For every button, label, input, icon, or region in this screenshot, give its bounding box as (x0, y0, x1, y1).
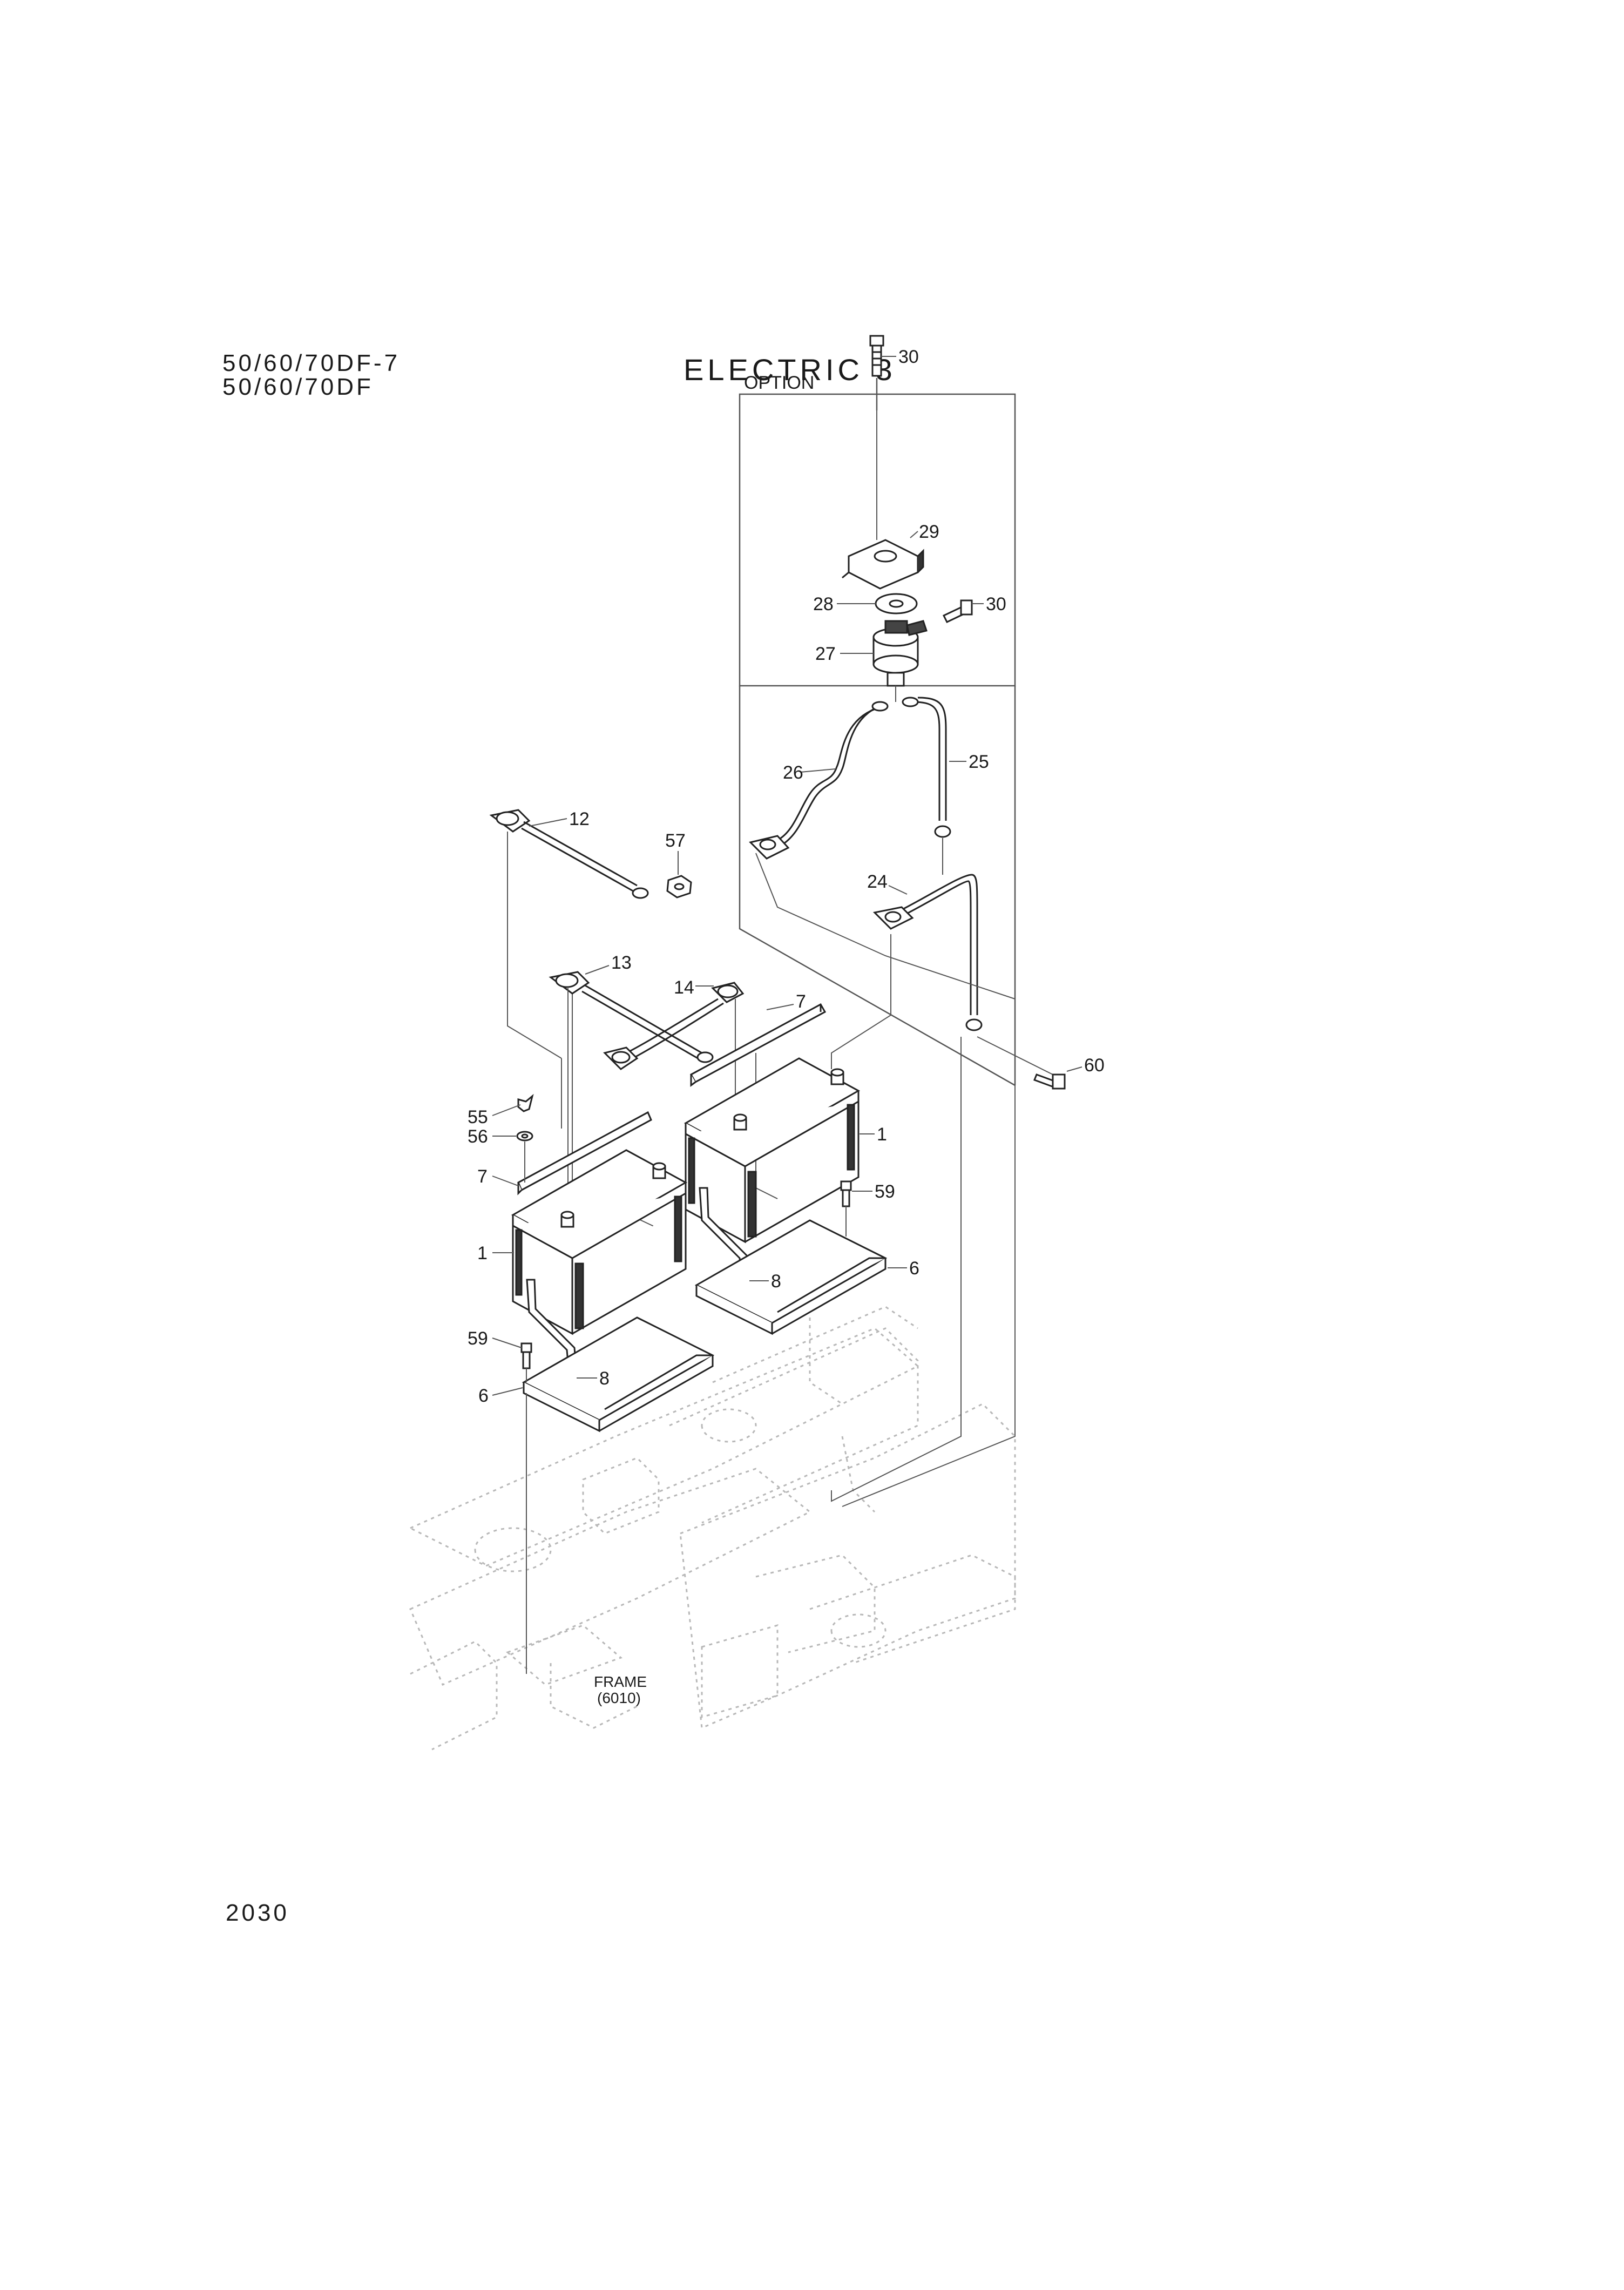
cable-12 (489, 809, 649, 899)
callout-1-right: 1 (877, 1124, 887, 1145)
callout-1-left: 1 (477, 1243, 488, 1264)
cable-25 (902, 697, 951, 838)
leader-lines-option (755, 853, 1053, 1507)
switch-27 (872, 620, 928, 687)
frame-ref: (6010) (597, 1690, 641, 1706)
frame-label: FRAME (594, 1673, 647, 1690)
bolt-59-right (840, 1180, 852, 1207)
callout-30-top: 30 (898, 347, 919, 367)
callout-55: 55 (468, 1107, 488, 1127)
callout-8-right: 8 (771, 1271, 781, 1292)
callout-28: 28 (813, 594, 834, 614)
holddown-bar-7-left (517, 1111, 652, 1195)
cable-24 (872, 874, 983, 1031)
callout-14: 14 (674, 977, 694, 998)
callout-13: 13 (611, 953, 632, 973)
model-line-1: 50/60/70DF-7 (222, 350, 401, 376)
callout-12: 12 (569, 809, 590, 829)
callout-8-left: 8 (599, 1368, 610, 1389)
bolt-60 (1033, 1073, 1066, 1090)
callout-6-right: 6 (909, 1258, 919, 1279)
bolt-30-side (942, 599, 973, 623)
bracket-29 (842, 539, 924, 590)
wingnut-55 (517, 1093, 534, 1112)
frame-outline (408, 1306, 1016, 1751)
callout-25: 25 (969, 752, 989, 772)
callout-27: 27 (815, 644, 836, 664)
callout-60: 60 (1084, 1055, 1105, 1076)
nut-57 (666, 875, 692, 899)
option-label: OPTION (744, 373, 814, 393)
callout-leaders (492, 356, 1082, 1396)
bolt-30-top (869, 335, 884, 377)
option-box (739, 393, 1016, 1086)
battery-1-right (684, 1057, 861, 1244)
callout-56: 56 (468, 1126, 488, 1147)
battery-1-left (511, 1149, 688, 1335)
callout-6-left: 6 (478, 1386, 489, 1406)
cable-14 (603, 982, 745, 1070)
page-number: 2030 (226, 1900, 289, 1926)
callout-59-left: 59 (468, 1328, 488, 1349)
page-title: ELECTRIC 3 (684, 353, 896, 387)
tray-6-left (522, 1316, 715, 1433)
cable-13 (549, 971, 714, 1063)
cable-26 (749, 701, 889, 860)
callout-59-right: 59 (875, 1181, 895, 1202)
callout-24: 24 (867, 872, 888, 892)
callout-29: 29 (919, 522, 939, 542)
bolt-59-left (520, 1342, 532, 1369)
tray-6-right (694, 1219, 888, 1335)
callout-30-side: 30 (986, 594, 1006, 614)
callout-numbers: 30 29 28 30 27 26 25 12 57 24 13 14 7 60… (468, 347, 1105, 1406)
washer-56 (516, 1131, 533, 1141)
washer-28 (875, 593, 918, 614)
holddown-bar-7-right (689, 1003, 827, 1087)
callout-26: 26 (783, 762, 803, 783)
model-line-2: 50/60/70DF (222, 374, 374, 400)
callout-7-right: 7 (796, 991, 806, 1012)
callout-7-left: 7 (477, 1166, 488, 1187)
callout-57: 57 (665, 830, 686, 851)
